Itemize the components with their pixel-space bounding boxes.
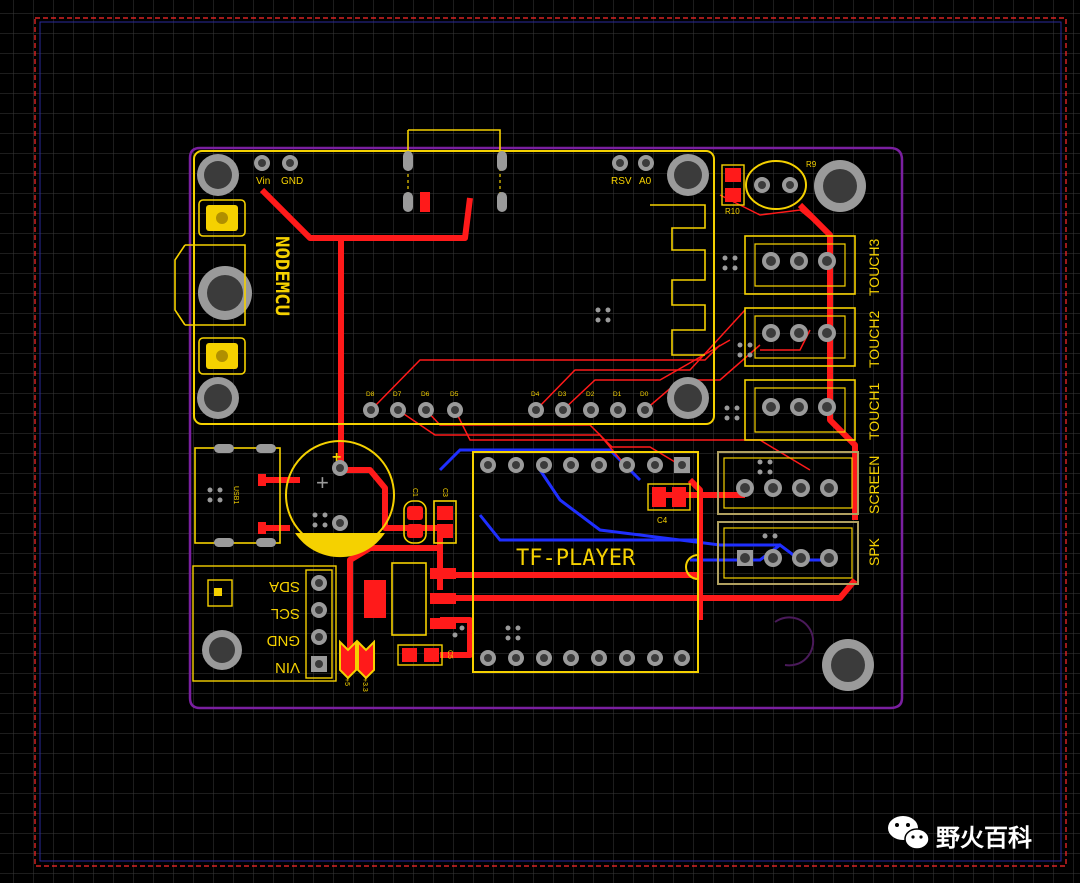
i2c-labels: SDA SCL GND VIN — [267, 578, 301, 676]
svg-text:D6: D6 — [421, 391, 430, 398]
svg-text:SCL: SCL — [271, 605, 300, 622]
board-logo — [774, 616, 815, 667]
svg-text:D0: D0 — [640, 391, 649, 398]
svg-text:D5: D5 — [450, 391, 459, 398]
module-mounting-holes — [197, 154, 709, 419]
svg-text:D4: D4 — [531, 391, 540, 398]
polarity-plus: + — [332, 449, 341, 466]
jumper-label-5v: +5 — [343, 678, 350, 686]
connector-labels: TOUCH3 TOUCH2 TOUCH1 SCREEN SPK — [866, 238, 882, 566]
label-a0: A0 — [639, 176, 652, 187]
c3-label: C3 — [441, 488, 448, 497]
voltage-regulator[interactable] — [364, 562, 456, 636]
bottom-header-pads[interactable] — [363, 402, 653, 418]
tf-player-label: TF-PLAYER — [516, 546, 636, 571]
usb1-label: USB1 — [232, 486, 239, 504]
top-copper-thin-traces — [370, 194, 831, 471]
solder-jumpers[interactable] — [339, 639, 375, 680]
wechat-icon — [888, 816, 930, 850]
r9-label: R9 — [806, 160, 817, 169]
jumper-label-3v3: +3.3 — [361, 678, 368, 692]
watermark-text: 野火百科 — [936, 824, 1032, 852]
photoresistor[interactable] — [745, 160, 807, 210]
capacitor-c4[interactable] — [647, 483, 691, 511]
svg-text:SCREEN: SCREEN — [866, 456, 882, 514]
outer-boundary-dashed — [34, 17, 1067, 867]
label-gnd-top: GND — [281, 176, 303, 187]
connector-touch3[interactable] — [744, 235, 856, 295]
connector-touch2[interactable] — [744, 307, 856, 367]
resistors-r9-r10[interactable] — [721, 164, 745, 206]
bottom-header-labels: D8 D7 D6 D5 D4 D3 D2 D1 D0 — [366, 391, 649, 398]
c1-label: C1 — [411, 488, 418, 497]
reset-buttons[interactable] — [174, 199, 246, 375]
label-vin-top: Vin — [256, 176, 270, 187]
polarity-plus-center: + — [316, 470, 329, 495]
capacitors-c1-c3[interactable] — [403, 500, 457, 544]
svg-text:GND: GND — [267, 632, 301, 649]
tf-player-module[interactable] — [472, 451, 699, 673]
board-mounting-holes — [198, 160, 874, 691]
via-clusters — [207, 255, 778, 641]
connector-touch1[interactable] — [744, 379, 856, 441]
svg-text:VIN: VIN — [275, 659, 300, 676]
svg-text:SPK: SPK — [866, 537, 882, 566]
svg-text:TOUCH1: TOUCH1 — [866, 382, 882, 440]
c5-label: C5 — [446, 650, 453, 659]
svg-text:SDA: SDA — [269, 578, 300, 595]
r10-label: R10 — [725, 207, 740, 216]
electrolytic-capacitor[interactable] — [285, 440, 395, 558]
nodemcu-label: NODEMCU — [271, 236, 293, 316]
c4-label: C4 — [657, 516, 668, 525]
connector-screen[interactable] — [717, 451, 859, 515]
svg-text:D1: D1 — [613, 391, 622, 398]
keepout-boundary — [39, 21, 1062, 862]
svg-text:D2: D2 — [586, 391, 595, 398]
top-header-pads[interactable] — [254, 151, 654, 212]
svg-text:TOUCH2: TOUCH2 — [866, 310, 882, 368]
svg-text:D3: D3 — [558, 391, 567, 398]
usb1-connector[interactable] — [194, 444, 281, 547]
svg-text:TOUCH3: TOUCH3 — [866, 238, 882, 296]
connector-spk[interactable] — [717, 521, 859, 585]
svg-text:D8: D8 — [366, 391, 375, 398]
i2c-header[interactable] — [192, 565, 337, 682]
board-edge-outline — [188, 146, 904, 710]
svg-text:D7: D7 — [393, 391, 402, 398]
capacitor-c5[interactable] — [397, 644, 443, 666]
label-rsv: RSV — [611, 176, 632, 187]
